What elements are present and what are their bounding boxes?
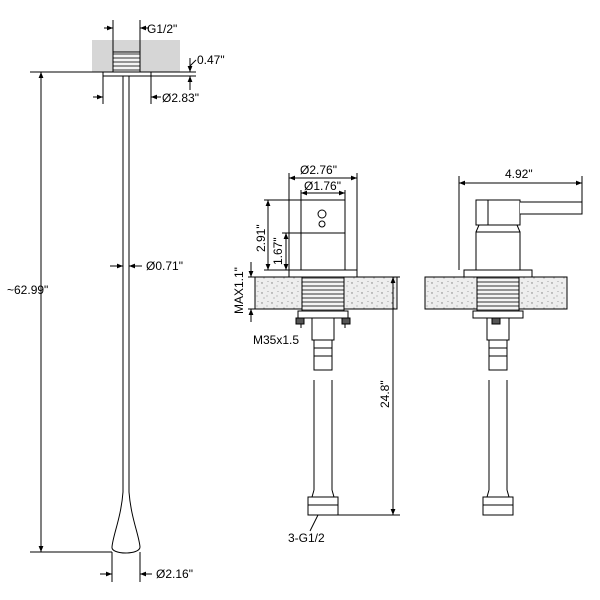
mixer-base-side bbox=[463, 269, 533, 278]
hose-fitting-front bbox=[311, 317, 335, 341]
lever-handle bbox=[475, 199, 521, 226]
hose-length-label: 24.8" bbox=[378, 380, 392, 408]
body-height-label: 1.67" bbox=[271, 237, 285, 265]
spout-elevation bbox=[30, 20, 197, 582]
hose-fitting-side bbox=[486, 318, 510, 341]
flange-diameter-label: Ø2.83" bbox=[162, 91, 199, 105]
teardrop-outlet bbox=[111, 491, 141, 554]
hose-nut-front bbox=[307, 496, 339, 516]
hose-thread-label: 3-G1/2 bbox=[288, 531, 325, 545]
hose-front bbox=[313, 380, 333, 490]
mixer-body-side bbox=[475, 231, 521, 271]
mixer-base-front bbox=[288, 269, 358, 278]
base-inner-diameter-label: Ø1.76" bbox=[304, 179, 341, 193]
handle-reach-label: 4.92" bbox=[505, 167, 533, 181]
drop-diameter-label: Ø2.16" bbox=[156, 567, 193, 581]
ceiling-flange bbox=[102, 71, 152, 77]
mount-shank-side bbox=[476, 274, 520, 312]
handle-height-label: 2.91" bbox=[254, 224, 268, 252]
hose-side bbox=[488, 380, 508, 490]
mount-thread-label: M35x1.5 bbox=[253, 333, 299, 347]
mount-shank-front bbox=[301, 274, 345, 312]
inlet-thread bbox=[112, 51, 141, 73]
mixer-side-view bbox=[424, 176, 583, 516]
pipe-diameter-label: Ø0.71" bbox=[146, 259, 183, 273]
base-outer-diameter-label: Ø2.76" bbox=[300, 163, 337, 177]
hose-nut-side bbox=[482, 496, 514, 516]
mixer-front-view bbox=[248, 173, 400, 516]
mount-nut-front bbox=[297, 310, 349, 319]
flange-height-label: 0.47" bbox=[197, 53, 225, 67]
handle-screw bbox=[317, 209, 327, 219]
spout-pipe bbox=[122, 76, 130, 492]
max-deck-thickness-label: MAX1.1" bbox=[232, 267, 246, 314]
hose-thread-leader bbox=[309, 514, 319, 532]
total-height-label: ~62.99" bbox=[7, 283, 48, 297]
inlet-thread-label: G1/2" bbox=[147, 22, 177, 36]
mixer-body-front bbox=[300, 199, 346, 271]
mount-nut-side bbox=[472, 310, 524, 319]
